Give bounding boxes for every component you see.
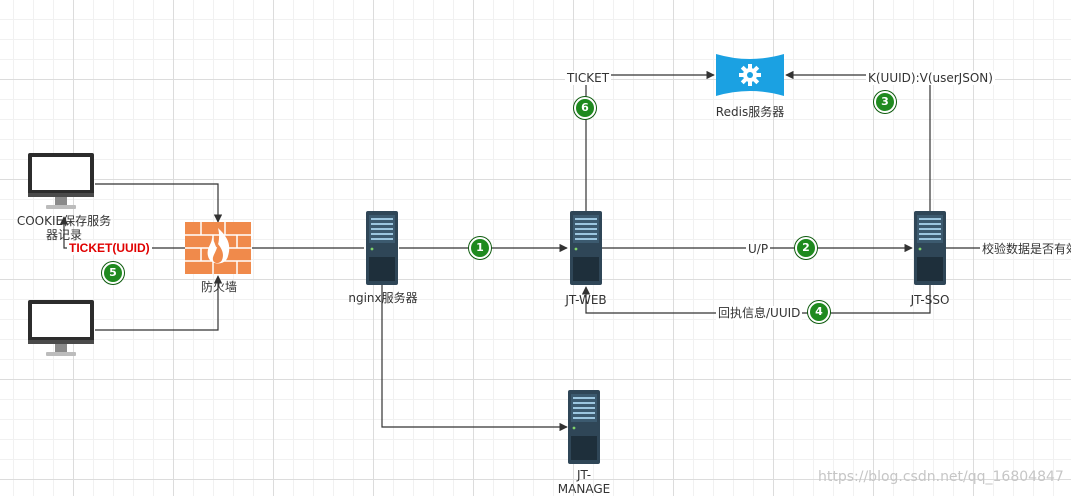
jt-manage-label: JT-MANAGE: [557, 468, 611, 496]
kv-label: K(UUID):V(userJSON): [866, 71, 995, 85]
step-badge-1: 1: [469, 237, 491, 259]
step-badge-4: 4: [808, 301, 830, 323]
jt-sso-label: JT-SSO: [910, 293, 950, 307]
validate-label: 校验数据是否有效: [982, 242, 1071, 256]
nginx-server-icon: [366, 211, 398, 285]
jt-manage-server-icon: [568, 390, 600, 464]
edge-nginx-manage: [381, 283, 568, 432]
redis-label: Redis服务器: [715, 105, 785, 119]
watermark: https://blog.csdn.net/qq_16804847: [818, 469, 1064, 485]
step-badge-2: 2: [795, 237, 817, 259]
edge-client2-firewall: [95, 275, 223, 331]
client-monitor-bottom: [28, 300, 94, 356]
edge-client1-firewall: [95, 183, 223, 223]
ticket-label: TICKET: [565, 71, 612, 85]
nginx-label: nginx服务器: [348, 291, 418, 305]
cookie-label: COOKIE保存服务器记录: [16, 214, 112, 242]
edge-web-redis: [585, 70, 715, 211]
client-monitor-top: [28, 153, 94, 209]
jt-sso-server-icon: [914, 211, 946, 285]
ticket-uuid-label: TICKET(UUID): [67, 241, 152, 255]
up-label: U/P: [746, 242, 771, 256]
jt-web-server-icon: [570, 211, 602, 285]
redis-icon: [716, 54, 784, 96]
callback-label: 回执信息/UUID: [716, 306, 803, 320]
jt-web-label: JT-WEB: [565, 293, 607, 307]
step-badge-5: 5: [102, 262, 124, 284]
step-badge-3: 3: [874, 91, 896, 113]
step-badge-6: 6: [574, 97, 596, 119]
firewall-label: 防火墙: [200, 280, 238, 294]
edge-sso-redis: [785, 70, 931, 211]
firewall-icon: [185, 222, 251, 274]
